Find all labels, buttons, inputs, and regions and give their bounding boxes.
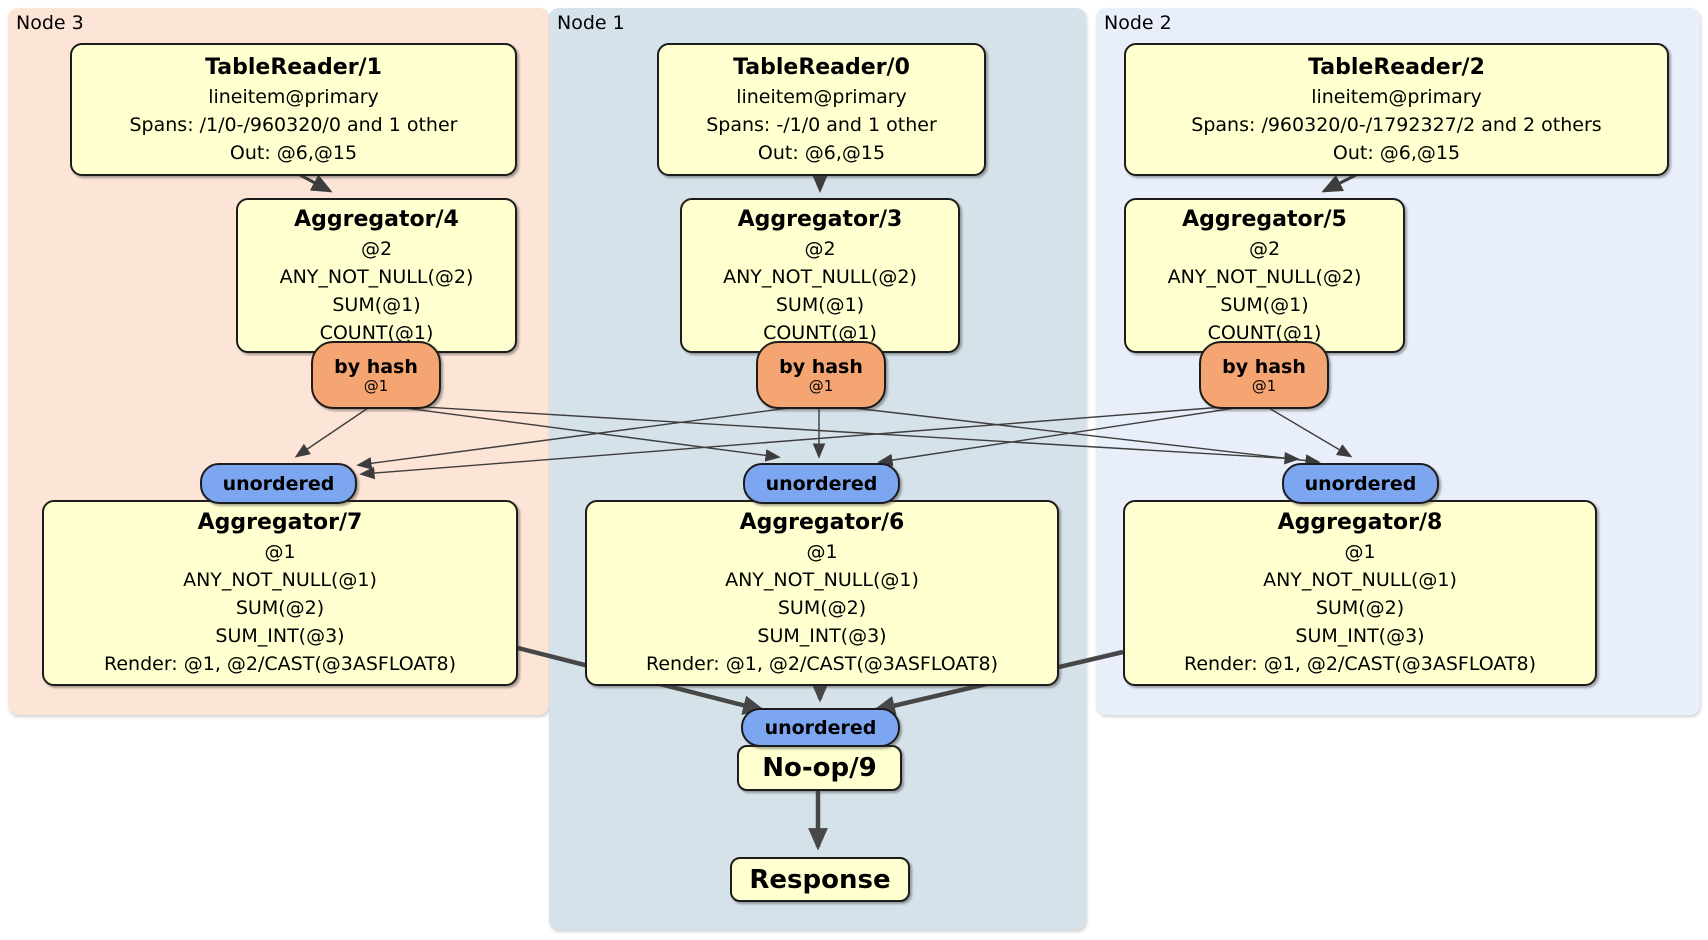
processor-aggregator-3: Aggregator/3 @2 ANY_NOT_NULL(@2) SUM(@1)… <box>680 198 960 353</box>
router-label: by hash <box>334 355 418 378</box>
processor-detail-line: COUNT(@1) <box>763 321 877 344</box>
processor-detail-line: @2 <box>804 237 836 260</box>
processor-title: Aggregator/4 <box>294 206 459 232</box>
processor-detail-line: SUM(@2) <box>777 597 867 619</box>
router-label: by hash <box>779 355 863 378</box>
processor-detail-line: ANY_NOT_NULL(@1) <box>725 569 919 591</box>
processor-title: Aggregator/8 <box>1277 510 1443 535</box>
stream-unordered-node2: unordered <box>1282 463 1439 504</box>
processor-detail-line: Out: @6,@15 <box>757 141 886 164</box>
processor-title: Aggregator/6 <box>739 510 905 535</box>
processor-aggregator-4: Aggregator/4 @2 ANY_NOT_NULL(@2) SUM(@1)… <box>236 198 517 353</box>
processor-detail-line: Spans: /960320/0-/1792327/2 and 2 others <box>1191 113 1602 136</box>
hash-mesh-edges <box>294 403 1353 480</box>
processor-detail-line: SUM(@2) <box>235 597 325 619</box>
processor-detail-line: @1 <box>1344 541 1376 563</box>
processor-detail-line: @1 <box>264 541 296 563</box>
processor-detail-line: ANY_NOT_NULL(@2) <box>723 265 917 288</box>
processor-title: TableReader/0 <box>733 54 910 80</box>
processor-detail-line: SUM(@1) <box>775 293 865 316</box>
processor-detail-line: SUM(@2) <box>1315 597 1405 619</box>
processor-aggregator-6: Aggregator/6 @1 ANY_NOT_NULL(@1) SUM(@2)… <box>585 500 1059 686</box>
processor-detail-line: ANY_NOT_NULL(@1) <box>1263 569 1457 591</box>
processor-detail-line: Out: @6,@15 <box>1332 141 1461 164</box>
processor-aggregator-7: Aggregator/7 @1 ANY_NOT_NULL(@1) SUM(@2)… <box>42 500 518 686</box>
router-label: by hash <box>1222 355 1306 378</box>
processor-tablereader-0: TableReader/0 lineitem@primary Spans: -/… <box>657 43 986 176</box>
response-box: Response <box>730 857 910 902</box>
processor-detail-line: lineitem@primary <box>736 85 907 108</box>
processor-title: Aggregator/3 <box>737 206 903 232</box>
processor-tablereader-2: TableReader/2 lineitem@primary Spans: /9… <box>1124 43 1669 176</box>
processor-detail-line: Render: @1, @2/CAST(@3ASFLOAT8) <box>104 653 456 675</box>
processor-aggregator-5: Aggregator/5 @2 ANY_NOT_NULL(@2) SUM(@1)… <box>1124 198 1405 353</box>
node3-label: Node 3 <box>16 12 84 34</box>
processor-detail-line: lineitem@primary <box>208 85 379 108</box>
processor-tablereader-1: TableReader/1 lineitem@primary Spans: /1… <box>70 43 517 176</box>
hash-router-node1: by hash @1 <box>756 341 886 409</box>
processor-detail-line: @2 <box>1248 237 1281 260</box>
processor-detail-line: ANY_NOT_NULL(@2) <box>1167 265 1362 288</box>
processor-title: TableReader/1 <box>205 54 382 80</box>
processor-detail-line: COUNT(@1) <box>1207 321 1322 344</box>
processor-detail-line: SUM(@1) <box>332 293 421 316</box>
processor-detail-line: SUM_INT(@3) <box>1295 625 1425 647</box>
router-detail: @1 <box>808 376 834 395</box>
node2-label: Node 2 <box>1104 12 1172 34</box>
processor-detail-line: COUNT(@1) <box>319 321 434 344</box>
processor-title: Aggregator/5 <box>1182 206 1347 232</box>
processor-detail-line: SUM(@1) <box>1220 293 1309 316</box>
processor-detail-line: ANY_NOT_NULL(@2) <box>279 265 474 288</box>
processor-detail-line: lineitem@primary <box>1311 85 1482 108</box>
router-detail: @1 <box>1251 376 1277 395</box>
processor-noop-9: No-op/9 <box>737 745 902 791</box>
processor-detail-line: Spans: -/1/0 and 1 other <box>706 113 937 136</box>
stream-unordered-node3: unordered <box>200 463 357 504</box>
processor-detail-line: Render: @1, @2/CAST(@3ASFLOAT8) <box>646 653 998 675</box>
processor-detail-line: ANY_NOT_NULL(@1) <box>183 569 377 591</box>
processor-detail-line: SUM_INT(@3) <box>215 625 345 647</box>
processor-detail-line: @1 <box>806 541 838 563</box>
processor-detail-line: @2 <box>360 237 393 260</box>
node1-label: Node 1 <box>557 12 625 34</box>
reader-to-aggregator-edges <box>299 172 1357 193</box>
processor-detail-line: SUM_INT(@3) <box>757 625 887 647</box>
router-detail: @1 <box>363 376 389 395</box>
processor-detail-line: Render: @1, @2/CAST(@3ASFLOAT8) <box>1184 653 1536 675</box>
processor-title: TableReader/2 <box>1308 54 1485 80</box>
hash-router-node2: by hash @1 <box>1199 341 1329 409</box>
hash-router-node3: by hash @1 <box>311 341 441 409</box>
stream-unordered-node1: unordered <box>743 463 900 504</box>
processor-aggregator-8: Aggregator/8 @1 ANY_NOT_NULL(@1) SUM(@2)… <box>1123 500 1597 686</box>
stream-unordered-final: unordered <box>741 708 900 747</box>
processor-detail-line: Spans: /1/0-/960320/0 and 1 other <box>129 113 458 136</box>
processor-title: Aggregator/7 <box>197 510 363 535</box>
processor-detail-line: Out: @6,@15 <box>229 141 358 164</box>
